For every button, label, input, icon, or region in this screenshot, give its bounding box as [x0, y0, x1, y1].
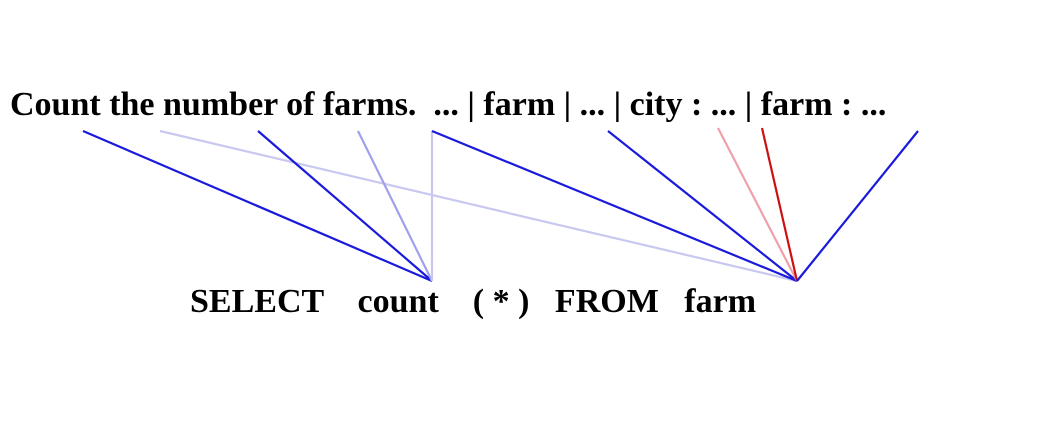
link-table-farm-to-farm: [607, 130, 798, 282]
link-farms-to-farm: [431, 129, 798, 283]
link-pipe-to-farm: [717, 127, 798, 282]
link-column-farm-to-farm: [796, 130, 919, 282]
link-count-word-to-count: [82, 129, 433, 283]
source-sentence: Count the number of farms. ... | farm | …: [10, 86, 887, 123]
link-city-to-farm: [760, 127, 799, 282]
link-number-to-count: [257, 130, 433, 282]
link-number-to-farm: [159, 129, 798, 283]
sql-query: SELECT count ( * ) FROM farm: [190, 283, 757, 320]
link-of-to-count: [357, 130, 433, 282]
